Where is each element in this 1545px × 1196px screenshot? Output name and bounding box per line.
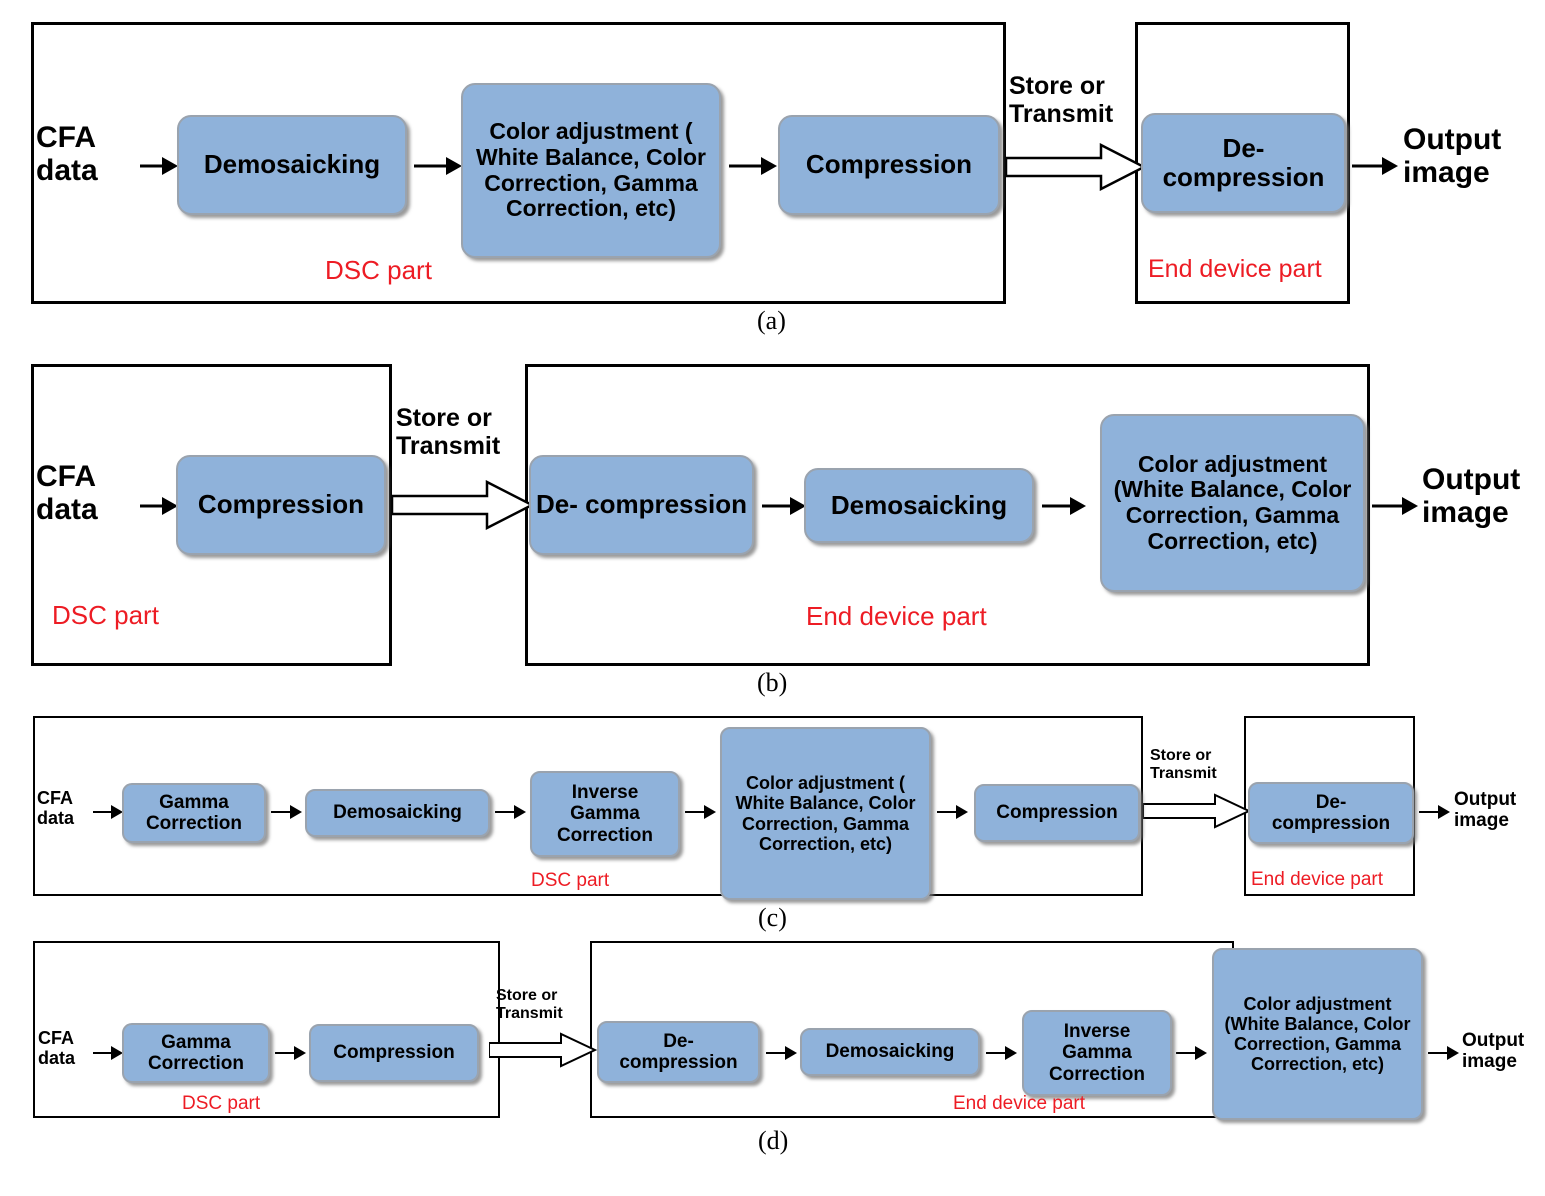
panel-a-arrow-cfa-to-demosaicking	[140, 157, 178, 175]
panel-b-block-arrow-store-or-transmit	[392, 480, 534, 530]
panel-c-block-inverse-gamma-correction: Inverse Gamma Correction	[530, 771, 680, 857]
panel-c-output-image-label: Output image	[1454, 789, 1517, 831]
panel-c-dsc-part-label: DSC part	[531, 870, 610, 891]
panel-b-store-or-transmit-label: Store or Transmit	[396, 404, 501, 460]
panel-b-block-decompression: De- compression	[529, 455, 754, 555]
panel-c-block-color-adjustment: Color adjustment ( White Balance, Color …	[720, 727, 931, 900]
panel-d-output-image-label: Output image	[1462, 1030, 1525, 1072]
panel-b-caption: (b)	[757, 668, 788, 697]
panel-d-store-or-transmit-label: Store or Transmit	[496, 987, 563, 1022]
panel-c-arrow-color-adjustment-to-compression	[937, 805, 968, 819]
panel-a-store-or-transmit-label: Store or Transmit	[1009, 72, 1114, 128]
panel-b-arrow-cfa-to-compression	[140, 497, 178, 515]
panel-a-block-demosaicking: Demosaicking	[177, 115, 407, 215]
panel-d-arrow-inverse-gamma-to-color-adjustment	[1176, 1046, 1207, 1060]
panel-b-end-device-part-label: End device part	[806, 601, 987, 631]
panel-d-cfa-data-label: CFA data	[38, 1028, 76, 1068]
panel-b-arrow-decompression-to-demosaicking	[762, 497, 806, 515]
panel-c-arrow-demosaicking-to-inverse-gamma	[495, 805, 526, 819]
panel-d-block-color-adjustment: Color adjustment (White Balance, Color C…	[1212, 948, 1423, 1120]
panel-b-block-compression: Compression	[176, 455, 386, 555]
panel-c-store-or-transmit-label: Store or Transmit	[1150, 747, 1217, 782]
panel-b-output-image-label: Output image	[1422, 463, 1521, 529]
panel-a-dsc-part-label: DSC part	[325, 255, 432, 285]
panel-c-block-gamma-correction: Gamma Correction	[122, 783, 266, 843]
panel-a-arrow-color-adjustment-to-compression	[729, 157, 777, 175]
panel-c-cfa-data-label: CFA data	[37, 788, 75, 828]
panel-c-end-device-part-label: End device part	[1251, 869, 1384, 890]
panel-d-end-device-part-label: End device part	[953, 1093, 1086, 1114]
panel-a-block-compression: Compression	[778, 115, 1000, 215]
panel-a-arrow-decompression-to-output	[1352, 157, 1398, 175]
panel-d-arrow-gamma-to-compression	[275, 1046, 306, 1060]
panel-b-cfa-data-label: CFA data	[36, 460, 98, 526]
panel-d-block-compression: Compression	[309, 1024, 479, 1082]
panel-b-dsc-part-label: DSC part	[52, 600, 159, 630]
panel-c-block-compression: Compression	[974, 784, 1140, 842]
panel-a-arrow-demosaicking-to-color-adjustment	[414, 157, 462, 175]
panel-c-arrow-inverse-gamma-to-color-adjustment	[685, 805, 716, 819]
panel-c-block-decompression: De- compression	[1248, 782, 1414, 844]
panel-a-caption: (a)	[757, 306, 786, 335]
panel-a-block-arrow-store-or-transmit	[1006, 143, 1146, 191]
panel-c-arrow-decompression-to-output	[1419, 805, 1450, 819]
panel-d-arrow-color-adjustment-to-output	[1428, 1046, 1459, 1060]
panel-b-block-color-adjustment: Color adjustment (White Balance, Color C…	[1100, 414, 1365, 592]
panel-a-end-device-part-label: End device part	[1148, 255, 1322, 283]
panel-b-arrow-color-adjustment-to-output	[1372, 497, 1418, 515]
panel-a-block-decompression: De- compression	[1141, 113, 1346, 213]
panel-d-block-inverse-gamma-correction: Inverse Gamma Correction	[1022, 1010, 1172, 1096]
panel-d-block-decompression: De- compression	[597, 1021, 760, 1083]
panel-b-block-demosaicking: Demosaicking	[804, 468, 1034, 543]
panel-d-arrow-decompression-to-demosaicking	[766, 1046, 797, 1060]
panel-c-caption: (c)	[758, 903, 787, 932]
panel-c-block-demosaicking: Demosaicking	[305, 789, 490, 837]
panel-d-dsc-part-label: DSC part	[182, 1093, 261, 1114]
panel-a-cfa-data-label: CFA data	[36, 121, 98, 187]
panel-b-arrow-demosaicking-to-color-adjustment	[1042, 497, 1086, 515]
panel-a-block-color-adjustment: Color adjustment ( White Balance, Color …	[461, 83, 721, 258]
panel-d-block-arrow-store-or-transmit	[489, 1032, 597, 1068]
panel-c-block-arrow-store-or-transmit	[1143, 793, 1251, 829]
panel-d-arrow-demosaicking-to-inverse-gamma	[986, 1046, 1017, 1060]
panel-c-arrow-cfa-to-gamma-correction	[93, 805, 123, 819]
panel-d-block-gamma-correction: Gamma Correction	[122, 1023, 270, 1083]
panel-a-output-image-label: Output image	[1403, 123, 1502, 189]
panel-d-block-demosaicking: Demosaicking	[800, 1028, 980, 1076]
panel-c-arrow-gamma-to-demosaicking	[271, 805, 302, 819]
panel-d-caption: (d)	[758, 1126, 789, 1155]
panel-d-arrow-cfa-to-gamma-correction	[93, 1046, 123, 1060]
